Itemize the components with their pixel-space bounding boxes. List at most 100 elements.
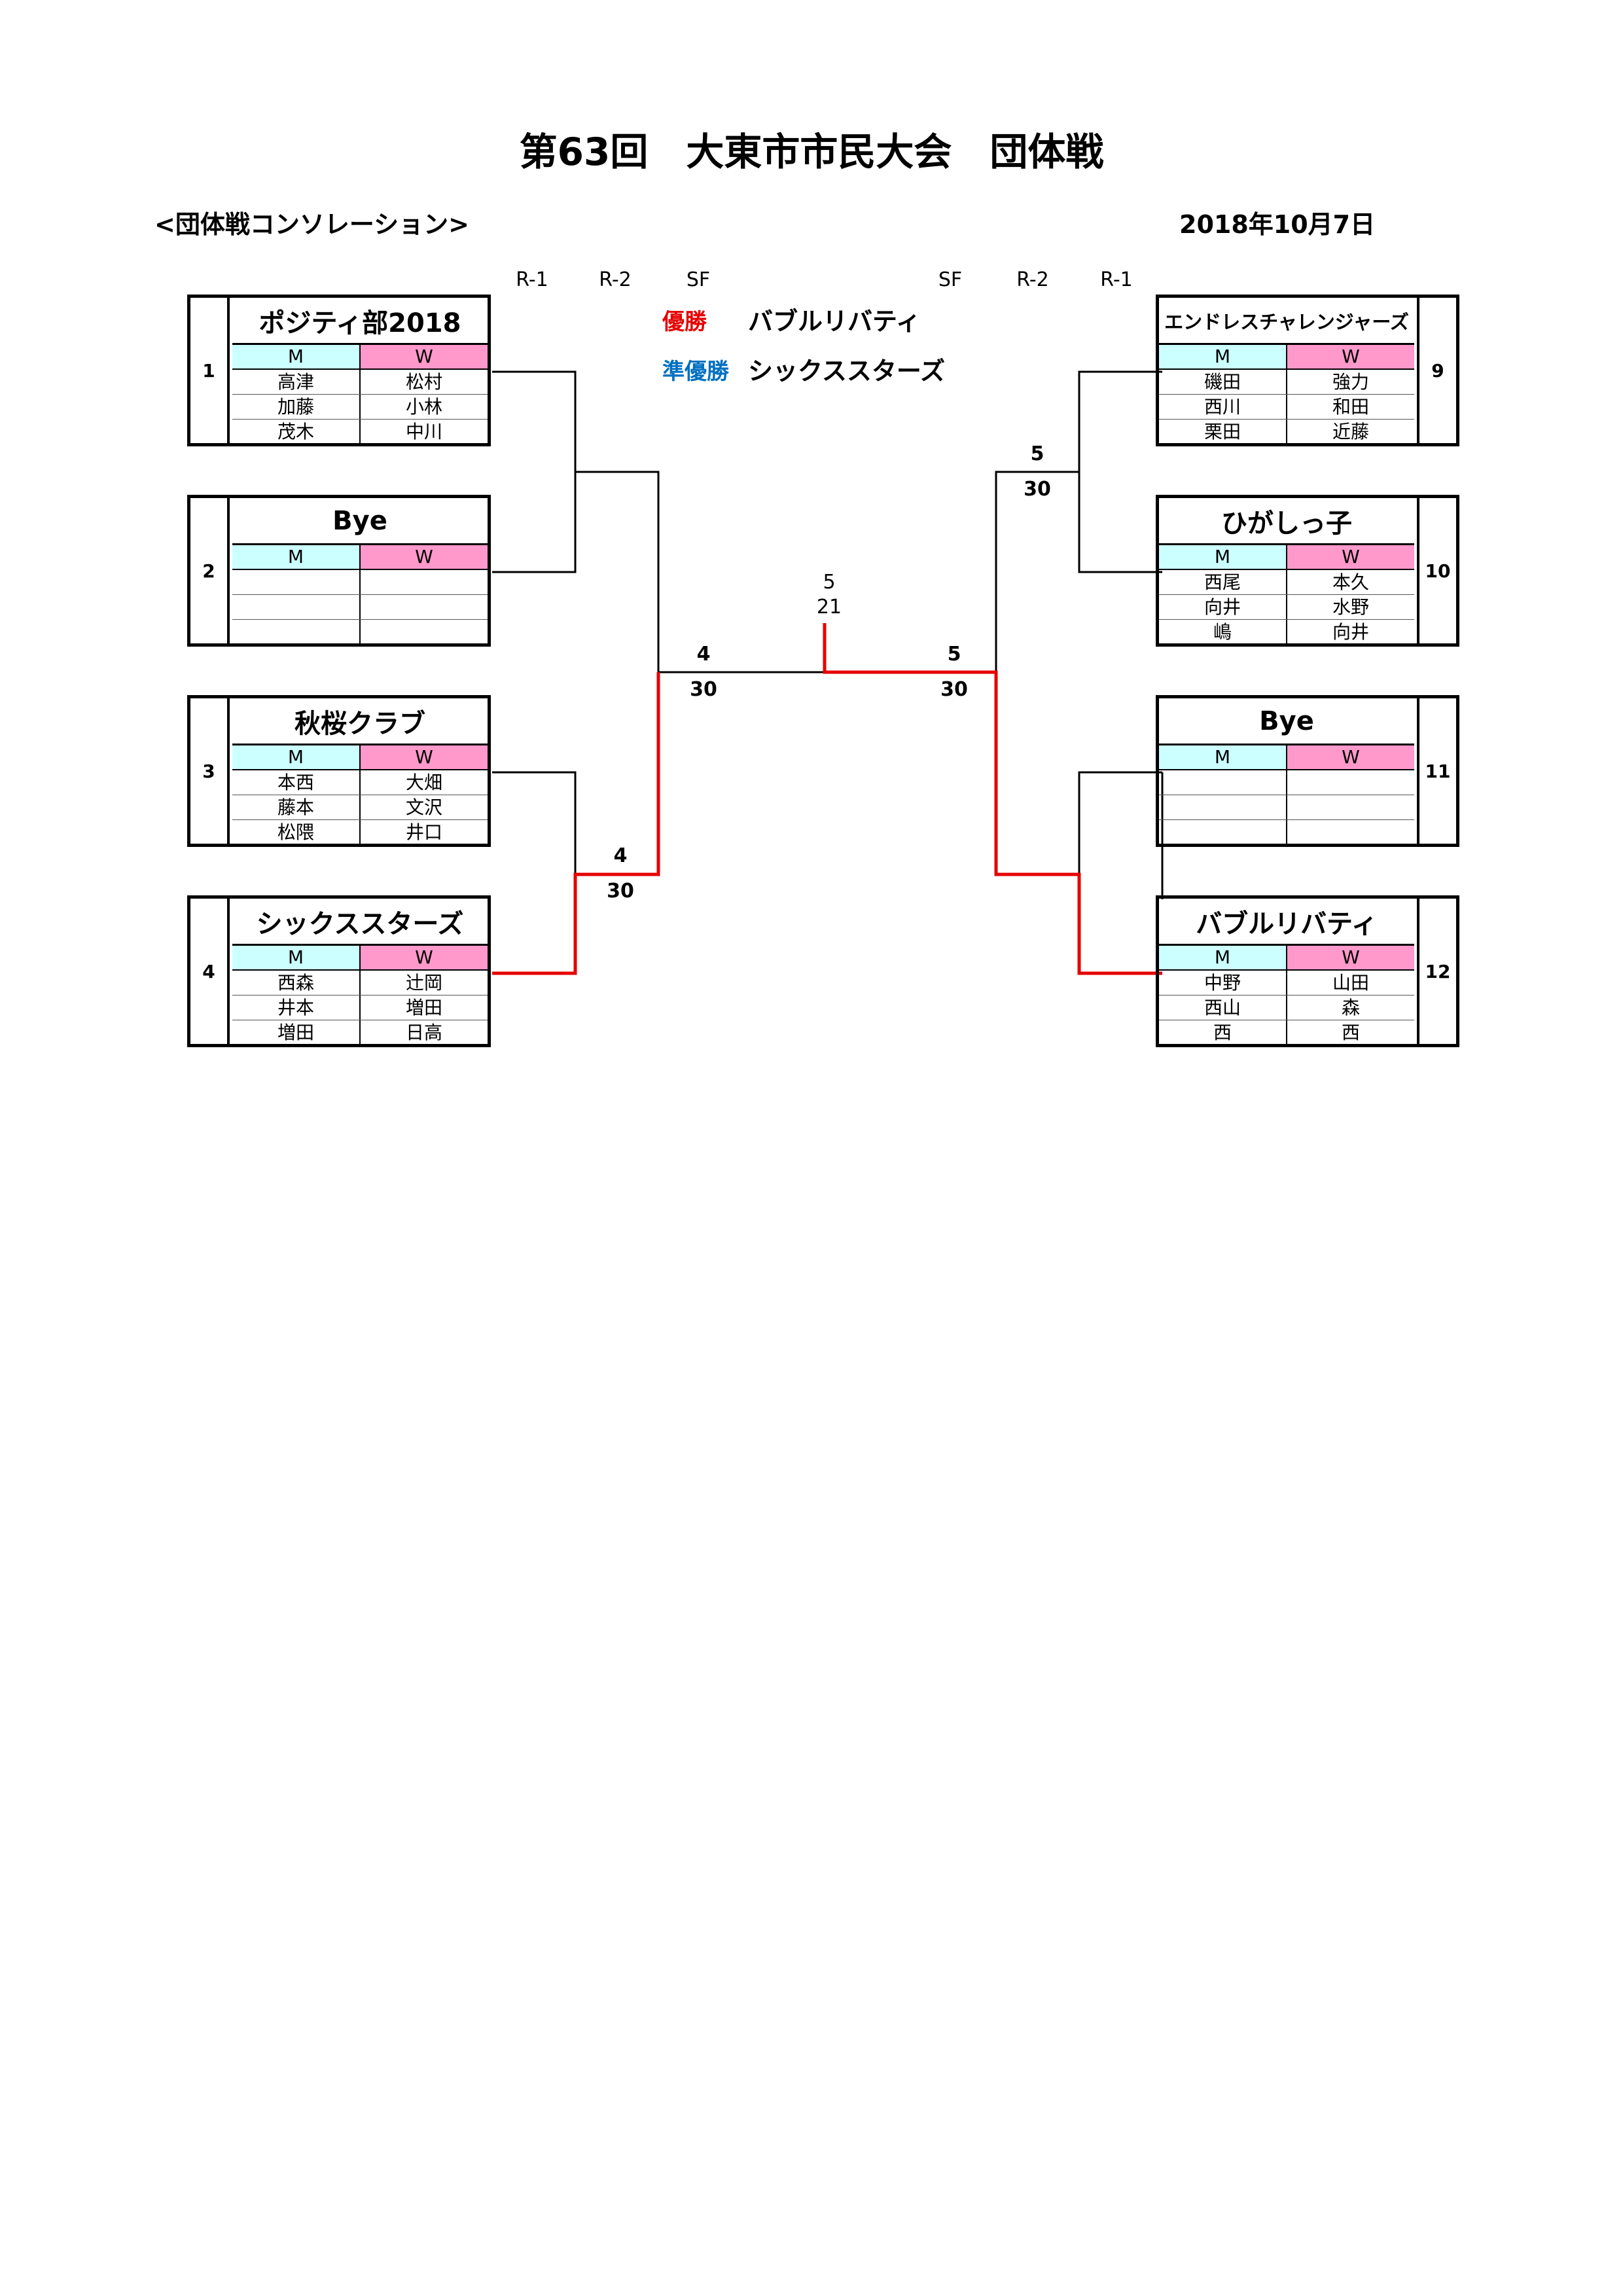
men-header: M	[232, 745, 361, 769]
men-player: 西森	[232, 971, 361, 995]
women-header: W	[361, 745, 488, 769]
player-row	[232, 620, 488, 645]
team-name: エンドレスチャレンジャーズ	[1159, 298, 1414, 345]
runner-up-team: シックススターズ	[748, 357, 945, 386]
women-player: 近藤	[1332, 421, 1369, 442]
men-player: 松隈	[232, 820, 361, 845]
player-row: 西川 和田	[1159, 395, 1414, 420]
men-player	[232, 620, 361, 645]
women-player: 西	[1341, 1022, 1360, 1043]
men-player: 茂木	[232, 420, 361, 444]
men-player: 藤本	[232, 795, 361, 819]
men-header: M	[232, 345, 361, 368]
women-player: 文沢	[405, 797, 442, 818]
women-player	[361, 620, 488, 645]
men-player: 本西	[232, 770, 361, 795]
women-player: 和田	[1332, 396, 1369, 418]
player-row: 加藤小林	[232, 395, 488, 420]
men-player: 西	[1159, 1020, 1287, 1045]
women-player: 山田	[1332, 972, 1369, 994]
men-player	[1159, 820, 1287, 845]
player-row: 高津松村	[232, 370, 488, 395]
bracket-line-left-r2-top	[575, 471, 660, 672]
men-header: M	[1159, 545, 1287, 569]
men-player	[1159, 795, 1287, 819]
women-player: 本久	[1332, 571, 1369, 593]
champion-team: バブルリバティ	[748, 307, 921, 336]
player-row: 西山 森	[1159, 996, 1414, 1020]
round-label-left-r1: R-1	[516, 268, 548, 291]
women-player: 中川	[405, 421, 442, 442]
women-player: 森	[1341, 997, 1360, 1018]
score-left-r2-top: 4	[613, 844, 628, 867]
player-row: 西尾本久	[1159, 570, 1414, 595]
men-player: 中野	[1159, 971, 1287, 995]
player-row: 茂木 中川	[232, 420, 488, 444]
women-header: W	[361, 946, 488, 969]
women-header: W	[1287, 946, 1414, 969]
score-right-r2-top: 5	[1030, 442, 1044, 465]
winner-line-right	[823, 623, 1162, 975]
women-player: 辻岡	[405, 972, 442, 994]
player-row: 西西	[1159, 1020, 1414, 1045]
player-row: 向井 水野	[1159, 595, 1414, 620]
team-name: Bye	[232, 498, 488, 545]
score-final-bottom: 21	[816, 596, 842, 619]
score-right-r2-bottom: 30	[1024, 478, 1051, 501]
women-header: W	[1287, 545, 1414, 569]
women-player: 小林	[405, 396, 442, 418]
women-player: 日高	[405, 1022, 442, 1043]
player-row: 中野 山田	[1159, 971, 1414, 996]
women-player	[1287, 795, 1414, 819]
women-header: W	[361, 545, 488, 569]
team-seed: 10	[1417, 498, 1456, 643]
women-player: 松村	[405, 371, 442, 393]
men-player: 西川	[1159, 395, 1287, 419]
round-label-right-r2: R-2	[1016, 268, 1049, 291]
player-row: 西森 辻岡	[232, 971, 488, 996]
women-header: W	[1287, 745, 1414, 769]
bracket-line-right-11-12	[1078, 771, 1162, 874]
team-name: Bye	[1159, 698, 1414, 745]
round-label-right-sf: SF	[938, 268, 963, 291]
women-player: 向井	[1332, 621, 1369, 643]
player-row: 井本増田	[232, 996, 488, 1020]
women-player: 強力	[1332, 371, 1369, 393]
team-name: 秋桜クラブ	[232, 698, 488, 745]
player-row: 増田日高	[232, 1020, 488, 1045]
player-row	[1159, 795, 1414, 820]
round-label-right-r1: R-1	[1100, 268, 1133, 291]
score-right-sf-top: 5	[947, 643, 961, 666]
player-row	[232, 595, 488, 620]
score-left-r2-bottom: 30	[607, 880, 634, 903]
men-player: 向井	[1159, 595, 1287, 619]
men-player	[1159, 770, 1287, 795]
section-subtitle: <団体戦コンソレーション>	[154, 210, 469, 239]
team-seed: 1	[190, 298, 230, 443]
player-row: 松隈井口	[232, 820, 488, 845]
team-seed: 12	[1417, 899, 1456, 1044]
winner-line-left	[492, 672, 660, 975]
women-player	[361, 595, 488, 619]
men-player: 西山	[1159, 996, 1287, 1020]
champion-label: 優勝	[662, 309, 707, 335]
team-seed: 4	[190, 899, 230, 1044]
women-player: 水野	[1332, 596, 1369, 618]
